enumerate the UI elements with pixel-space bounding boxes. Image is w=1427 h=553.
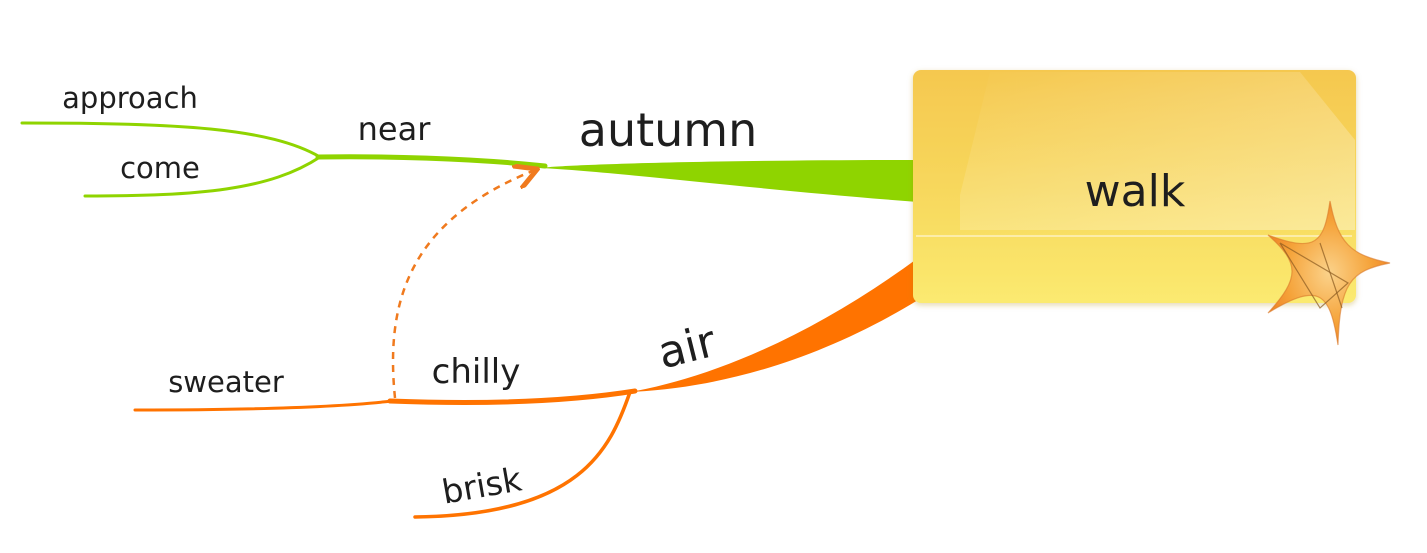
central-topic-label: walk xyxy=(1085,166,1186,217)
label-autumn[interactable]: autumn xyxy=(579,103,758,157)
relationship-arrow[interactable] xyxy=(391,170,535,399)
label-near[interactable]: near xyxy=(358,110,432,148)
label-sweater[interactable]: sweater xyxy=(168,365,284,399)
branch-air-line xyxy=(630,258,918,392)
branch-brisk-line xyxy=(413,390,632,519)
label-air[interactable]: air xyxy=(653,316,722,380)
branch-autumn[interactable] xyxy=(20,121,918,202)
branch-air[interactable] xyxy=(133,258,918,519)
branch-chilly-line xyxy=(387,388,638,405)
central-topic-shine xyxy=(960,72,1355,230)
star-icon[interactable] xyxy=(1267,200,1391,346)
label-approach[interactable]: approach xyxy=(62,81,198,115)
label-chilly[interactable]: chilly xyxy=(432,352,521,392)
central-topic[interactable]: walk xyxy=(913,70,1356,303)
branch-come-line xyxy=(83,155,322,198)
branch-approach-line xyxy=(20,121,322,159)
branch-sweater-line xyxy=(133,399,394,412)
branch-near-line xyxy=(315,154,548,169)
label-come[interactable]: come xyxy=(120,151,200,185)
branch-autumn-line xyxy=(540,160,918,202)
